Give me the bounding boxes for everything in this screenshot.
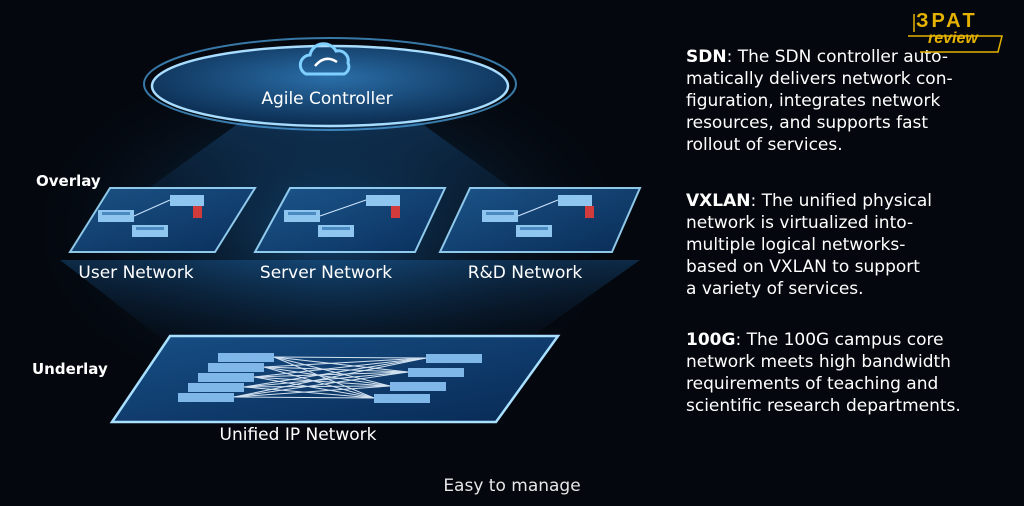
watermark-logo: ЗРАТ review <box>906 10 1008 54</box>
overlay-label: Overlay <box>36 172 101 190</box>
logo-frame <box>908 14 1003 53</box>
user-network-plane <box>68 187 257 253</box>
sdn-term: SDN <box>686 47 727 67</box>
sdn-paragraph: SDN: The SDN controller auto- matically … <box>686 46 953 156</box>
rd-network-plane <box>438 187 642 253</box>
slide-caption: Easy to manage <box>443 476 581 496</box>
100g-line-3: requirements of teaching and <box>686 374 939 394</box>
vxlan-paragraph: VXLAN: The unified physical network is v… <box>686 190 932 300</box>
100g-paragraph: 100G: The 100G campus core network meets… <box>686 329 961 417</box>
vxlan-term: VXLAN <box>686 191 751 211</box>
sdn-line-2: matically delivers network con- <box>686 69 953 89</box>
underlay-beam <box>60 260 640 345</box>
vxlan-line-5: a variety of services. <box>686 279 864 299</box>
core-switches <box>178 353 482 403</box>
mesh-links <box>233 356 427 399</box>
logo-line-2: review <box>928 30 978 47</box>
100g-line-2: network meets high bandwidth <box>686 352 951 372</box>
unified-ip-network-plane <box>109 334 561 424</box>
100g-line-1: : The 100G campus core <box>735 330 944 350</box>
server-network-label: Server Network <box>260 263 392 283</box>
ip-network-label: Unified IP Network <box>220 425 377 445</box>
underlay-label: Underlay <box>32 360 108 378</box>
user-network-label: User Network <box>78 263 193 283</box>
network-diagram: Agile Controller Overlay Underlay <box>0 30 660 445</box>
cloud-icon <box>298 42 351 76</box>
sdn-line-1: : The SDN controller auto- <box>726 47 948 67</box>
sdn-line-4: resources, and supports fast <box>686 113 929 133</box>
sdn-line-5: rollout of services. <box>686 135 843 155</box>
logo-line-1: ЗРАТ <box>916 10 978 32</box>
sdn-line-3: figuration, integrates network <box>686 91 941 111</box>
vxlan-line-1: : The unified physical <box>750 191 932 211</box>
controller-label: Agile Controller <box>261 89 392 109</box>
100g-term: 100G <box>686 330 736 350</box>
server-network-plane <box>253 187 447 253</box>
100g-line-4: scientific research departments. <box>686 396 961 416</box>
agile-controller: Agile Controller <box>143 37 517 131</box>
rd-network-label: R&D Network <box>468 263 583 283</box>
vxlan-line-2: network is virtualized into- <box>686 213 914 233</box>
vxlan-line-3: multiple logical networks- <box>686 235 906 255</box>
vxlan-line-4: based on VXLAN to support <box>686 257 920 277</box>
